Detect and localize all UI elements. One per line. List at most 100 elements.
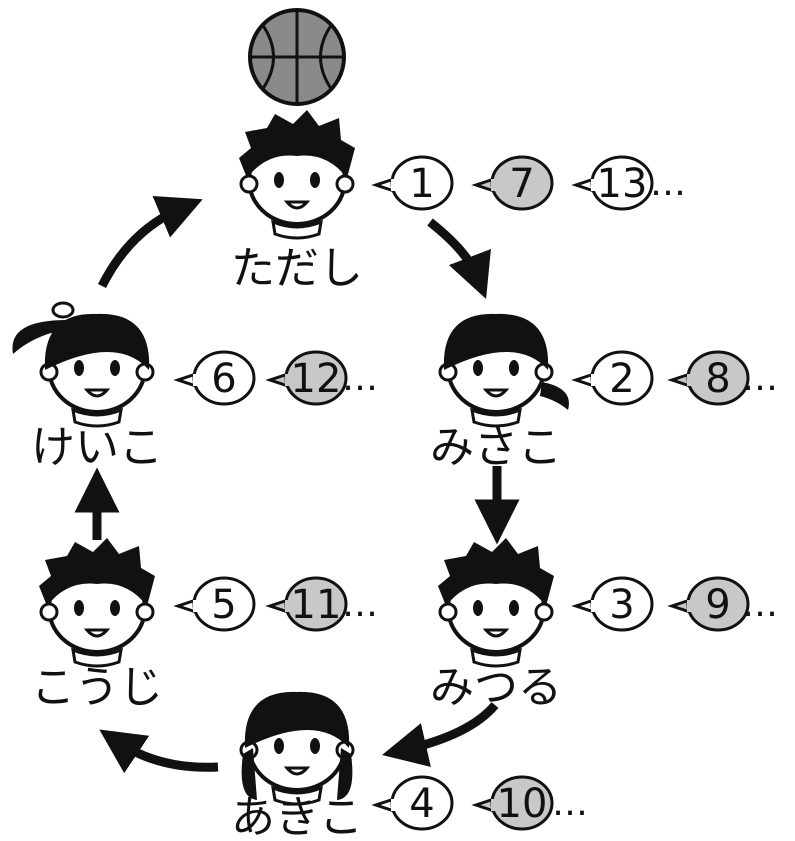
ear [335,174,355,194]
ellipsis: … [342,584,374,625]
number-bubble: 13 [571,155,654,211]
eye [310,738,320,754]
bubble-number: 5 [211,582,236,628]
mouth [482,628,510,638]
child-akiko: あきこ 4 10… [231,691,588,841]
collar [271,219,323,240]
ellipsis: … [742,584,774,625]
girl-face-icon [239,691,355,806]
ellipsis: … [742,358,774,399]
collar [470,647,522,668]
eye [509,600,519,616]
eye [473,360,483,376]
eye [274,172,284,188]
boy-face-icon [438,538,554,668]
ear [239,174,259,194]
hair [44,313,150,370]
number-bubble: 11 [265,576,348,632]
number-bubble: 5 [173,576,256,632]
number-bubble: 7 [471,155,554,211]
mouth [83,388,111,398]
hair-side [337,748,353,800]
hair-side [241,748,257,800]
bubble-number: 7 [509,161,534,207]
hair [239,110,355,178]
hair-ribbon [51,301,75,319]
collar [470,407,522,428]
child-name: こうじ [31,662,163,713]
child-misako: みさこ 2 8 … [430,313,778,473]
basketball-icon [248,8,346,106]
ellipsis: … [650,163,682,204]
child-keiko: けいこ 6 12… [12,301,378,473]
bubble-number: 4 [409,781,434,827]
arrow-tadashi-to-misako [427,218,491,299]
hair [443,313,549,370]
child-tadashi: ただし 1 7 13… [231,110,686,294]
number-bubble: 10 [471,775,554,831]
hair [244,691,350,748]
ellipsis: … [552,783,584,824]
hair [39,538,155,606]
child-mitsuru: みつる 3 9 … [430,538,778,713]
number-bubble: 6 [173,350,256,406]
number-bubble: 1 [371,155,454,211]
eye [74,600,84,616]
mouth [482,388,510,398]
eye [274,738,284,754]
bubble-number: 2 [609,356,634,402]
ellipsis: … [342,358,374,399]
eye [310,172,320,188]
ear [135,362,155,382]
child-name: みさこ [430,422,562,473]
eye [110,600,120,616]
bubble-number: 12 [291,356,342,402]
child-name: けいこ [31,422,163,473]
girl-face-icon [438,313,569,428]
number-bubble: 2 [571,350,654,406]
collar [71,647,123,668]
mouth [83,628,111,638]
number-bubble: 4 [371,775,454,831]
flow-arrows [74,196,520,774]
bubble-number: 3 [609,582,634,628]
bubble-number: 10 [497,781,548,827]
number-bubble: 9 [667,576,750,632]
hair [438,538,554,606]
boy-face-icon [239,110,355,240]
ponytail [540,382,569,410]
bubble-number: 6 [211,356,236,402]
child-name: ただし [231,243,363,294]
mouth [283,200,311,210]
ear [39,602,59,622]
arrow-mitsuru-to-akiko [382,702,499,767]
bubble-number: 8 [705,356,730,402]
collar [71,407,123,428]
number-bubble: 12 [265,350,348,406]
arrow-akiko-to-kouji [99,729,219,774]
eye [509,360,519,376]
child-name: みつる [430,662,562,713]
number-bubble: 8 [667,350,750,406]
child-name: あきこ [231,792,363,841]
bubble-number: 1 [409,161,434,207]
number-bubble: 3 [571,576,654,632]
bubble-number: 13 [597,161,648,207]
bubble-number: 9 [705,582,730,628]
arrow-keiko-to-tadashi [97,196,203,289]
bubble-number: 11 [291,582,342,628]
eye [110,360,120,376]
collar [271,785,323,806]
boy-face-icon [39,538,155,668]
ear [534,362,554,382]
mouth [283,766,311,776]
ear [438,602,458,622]
eye [473,600,483,616]
child-kouji: こうじ 5 11… [31,538,378,713]
girl-face-icon [12,301,155,428]
ponytail [12,320,67,354]
ear [135,602,155,622]
ear [534,602,554,622]
